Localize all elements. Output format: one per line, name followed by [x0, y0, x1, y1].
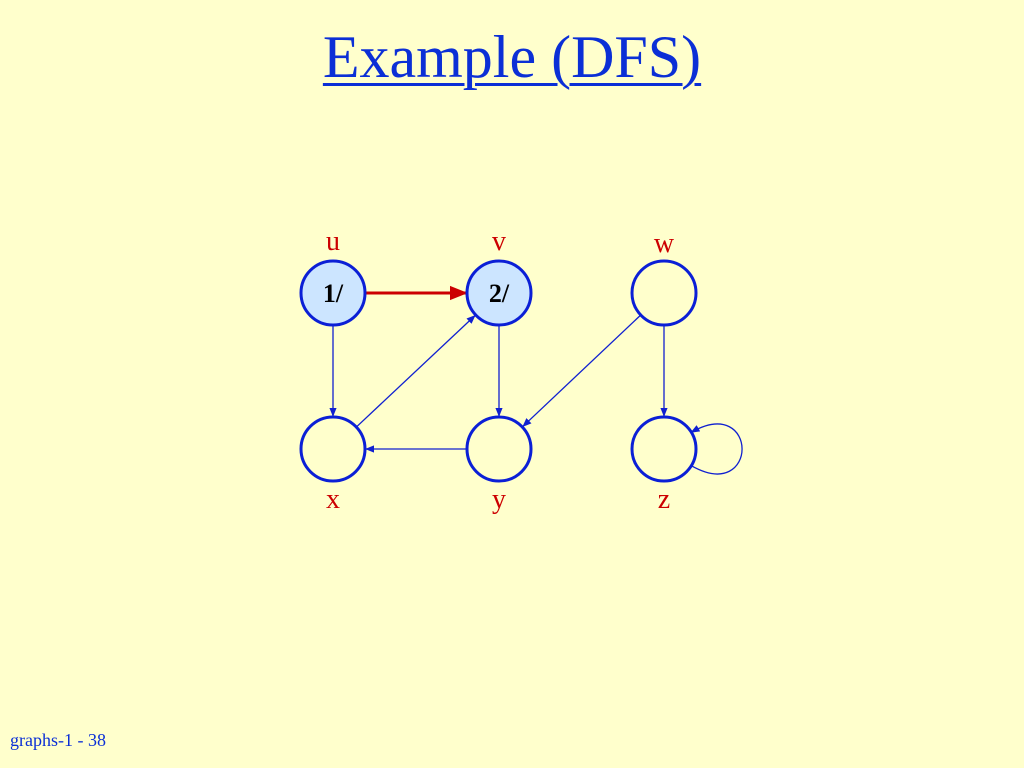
- node-y-circle: [465, 415, 533, 483]
- node-v-discovery-time: 2/: [489, 279, 510, 308]
- node-v-circle: [465, 259, 533, 327]
- node-z-circle: [630, 415, 698, 483]
- nodes-layer: 1/u 2/v w x y z: [299, 226, 698, 515]
- vertex-label-z: z: [658, 484, 670, 515]
- vertex-label-v: v: [492, 226, 506, 257]
- edge-x-v: [355, 314, 476, 428]
- node-x-circle: [299, 415, 367, 483]
- vertex-label-u: u: [326, 226, 340, 257]
- node-u-discovery-time: 1/: [323, 279, 344, 308]
- node-u-circle: [299, 259, 367, 327]
- node-w: w: [630, 228, 698, 327]
- node-u: 1/u: [299, 226, 367, 327]
- slide-title: Example (DFS): [0, 22, 1024, 92]
- node-w-circle: [630, 259, 698, 327]
- slide-footer: graphs-1 - 38: [10, 730, 106, 750]
- slide-title-text: Example (DFS): [322, 24, 702, 90]
- node-y: y: [465, 415, 533, 515]
- node-x: x: [299, 415, 367, 515]
- vertex-label-y: y: [492, 484, 506, 515]
- node-z: z: [630, 415, 698, 515]
- vertex-label-x: x: [326, 484, 340, 515]
- node-v: 2/v: [465, 226, 533, 327]
- edge-w-y: [522, 314, 642, 427]
- edge-z-z: [690, 423, 743, 475]
- vertex-label-w: w: [654, 228, 675, 259]
- edges-layer: [329, 285, 743, 475]
